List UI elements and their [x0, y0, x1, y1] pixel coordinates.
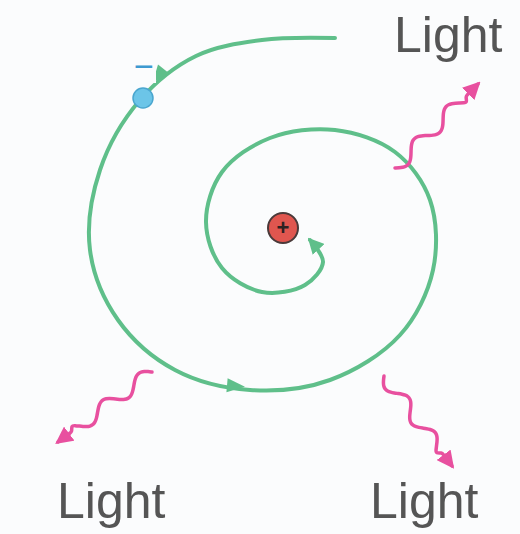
charge-sign: +: [277, 217, 290, 239]
nucleus: [268, 213, 298, 243]
light-label: Light: [392, 10, 504, 60]
light-wave: [58, 371, 152, 442]
light-wave: [383, 376, 452, 466]
direction-arrow: [226, 378, 245, 394]
electron-path: [89, 38, 436, 391]
light-wave: [395, 84, 478, 168]
charge-sign: −: [132, 49, 156, 83]
light-label: Light: [55, 476, 167, 526]
light-label: Light: [368, 476, 480, 526]
electron: [133, 88, 153, 108]
